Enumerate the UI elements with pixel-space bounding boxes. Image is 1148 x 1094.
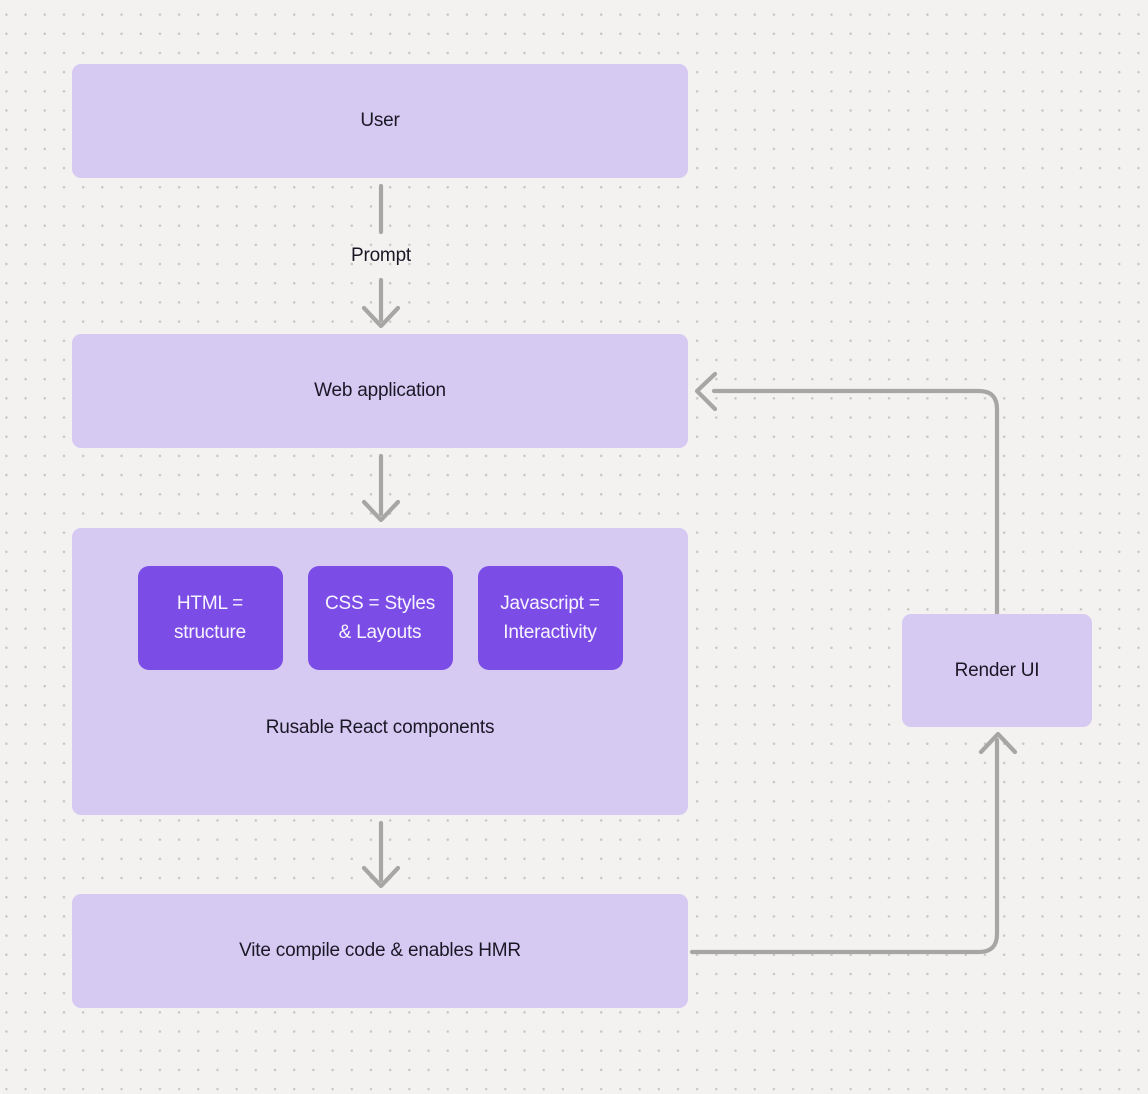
node-vite: Vite compile code & enables HMR — [72, 894, 688, 1008]
node-web-application-label: Web application — [314, 380, 446, 401]
card-javascript: Javascript = Interactivity — [477, 566, 623, 670]
node-render-ui: Render UI — [902, 614, 1092, 727]
edge-vite-render-arrowhead — [978, 731, 1018, 755]
node-user-label: User — [360, 110, 400, 131]
card-html-label: HTML = structure — [173, 593, 247, 643]
node-user: User — [72, 64, 688, 178]
card-javascript-label: Javascript = Interactivity — [500, 593, 600, 643]
edge-vite-render-segment — [689, 737, 1000, 955]
node-render-ui-label: Render UI — [954, 659, 1040, 681]
components-group-caption: Rusable React components — [265, 717, 495, 738]
card-css-label: CSS = Styles & Layouts — [324, 593, 436, 643]
edge-label-prompt: Prompt — [350, 245, 412, 266]
card-css: CSS = Styles & Layouts — [307, 566, 453, 670]
edge-render-web-arrowhead — [694, 371, 718, 412]
card-html: HTML = structure — [137, 566, 283, 670]
edge-prompt-web-arrowhead — [361, 305, 401, 329]
edge-render-web-segment — [711, 388, 1000, 617]
edge-web-components-arrowhead — [361, 499, 401, 523]
components-cards-row: HTML = structure CSS = Styles & Layouts … — [72, 566, 688, 670]
node-components-group: HTML = structure CSS = Styles & Layouts … — [72, 528, 688, 815]
node-web-application: Web application — [72, 334, 688, 448]
edge-components-vite-arrowhead — [361, 865, 401, 889]
node-vite-label: Vite compile code & enables HMR — [239, 940, 521, 961]
